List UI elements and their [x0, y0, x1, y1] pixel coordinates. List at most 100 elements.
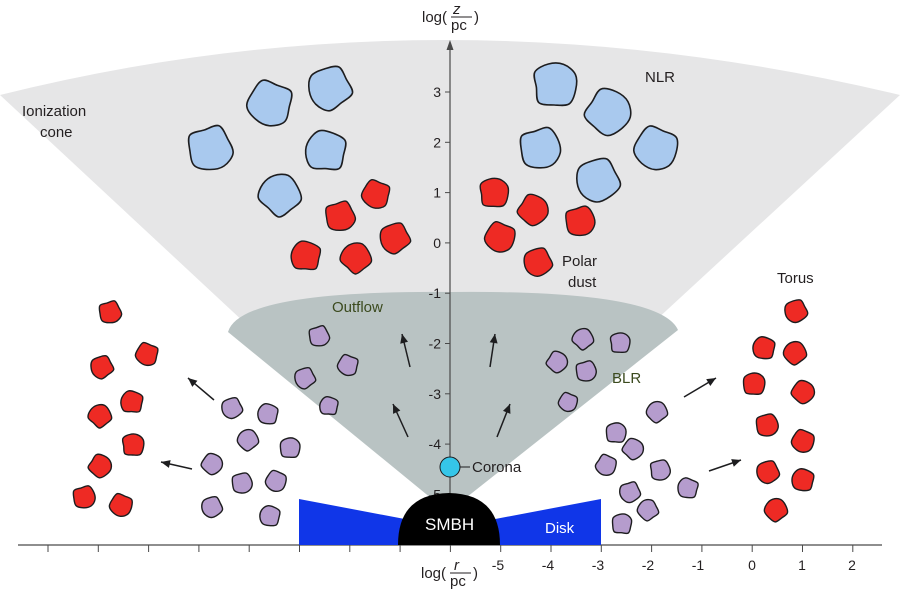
torus-cloud [756, 460, 781, 485]
horizontal-tick-label: 0 [748, 557, 756, 573]
blr-cloud [279, 437, 301, 459]
torus-cloud [87, 453, 113, 479]
horizontal-axis-title: log( r pc ) [421, 557, 478, 590]
accretion-disk-right [490, 499, 601, 545]
svg-text:log(: log( [421, 565, 446, 582]
nlr-cloud [575, 157, 622, 203]
torus-cloud [121, 433, 145, 456]
horizontal-tick-label: 1 [798, 557, 806, 573]
torus-cloud [790, 428, 815, 453]
blr-cloud [621, 437, 645, 461]
vertical-tick-label: -2 [429, 336, 442, 352]
horizontal-tick-label: -2 [642, 557, 655, 573]
horizontal-tick-label: -3 [592, 557, 605, 573]
torus-cloud [108, 492, 133, 518]
blr-cloud [308, 324, 331, 347]
blr-cloud [319, 395, 339, 416]
svg-text:pc: pc [451, 17, 467, 34]
svg-text:z: z [452, 1, 461, 18]
accretion-disk-left [299, 499, 410, 545]
blr-cloud [649, 459, 671, 481]
polar-dust-label-2: dust [568, 274, 597, 291]
torus-cloud [763, 498, 789, 523]
outflow-region [228, 291, 678, 512]
torus-cloud [134, 341, 159, 367]
arrow-head [502, 404, 511, 414]
arrow-head [489, 334, 498, 344]
polar-dust-cloud [565, 205, 596, 237]
horizontal-tick-label: -1 [692, 557, 705, 573]
corona-label: Corona [472, 459, 522, 476]
blr-cloud [257, 402, 279, 425]
blr-label: BLR [612, 370, 641, 387]
blr-cloud [236, 428, 260, 452]
horizontal-tick-label: -5 [492, 557, 505, 573]
polar-dust-cloud [479, 177, 510, 208]
polar-dust-label-1: Polar [562, 253, 597, 270]
polar-dust-cloud [339, 242, 373, 275]
vertical-tick-label: -3 [429, 386, 442, 402]
torus-cloud [784, 299, 809, 324]
torus-cloud [120, 390, 144, 413]
polar-dust-cloud [324, 200, 357, 232]
nlr-label: NLR [645, 69, 675, 86]
vertical-tick-label: 1 [433, 185, 441, 201]
polar-dust-cloud [483, 220, 516, 253]
blr-cloud [609, 332, 631, 354]
blr-cloud [231, 472, 253, 494]
torus-cloud [90, 354, 115, 380]
blr-cloud [336, 353, 359, 377]
torus-cloud [98, 300, 123, 324]
blr-cloud [545, 350, 569, 374]
nlr-cloud [308, 65, 354, 112]
ionization-cone-label-2: cone [40, 124, 73, 141]
horizontal-axis: -5 -4 -3 -2 -1 0 1 2 [18, 544, 882, 573]
blr-cloud [594, 453, 617, 476]
nlr-cloud [519, 126, 562, 169]
torus-cloud [790, 379, 816, 405]
torus-clouds [72, 299, 816, 523]
svg-text:log(: log( [422, 9, 447, 26]
blr-cloud [605, 422, 627, 443]
polar-dust-cloud [516, 193, 549, 227]
arrow-head [706, 378, 716, 387]
horizontal-tick-label: -4 [542, 557, 555, 573]
ionization-cone-label-1: Ionization [22, 103, 86, 120]
arrow-head [393, 404, 401, 414]
vertical-tick-label: 3 [433, 84, 441, 100]
smbh [398, 493, 500, 545]
torus-cloud [791, 468, 815, 492]
blr-cloud [636, 498, 660, 522]
blr-cloud [611, 513, 633, 535]
disk-label: Disk [545, 520, 575, 537]
nlr-cloud [632, 125, 679, 171]
outflow-arrows [160, 333, 742, 472]
vertical-axis-title: log( z pc ) [422, 1, 479, 34]
vertical-tick-label: -1 [429, 285, 442, 301]
nlr-cloud [583, 87, 632, 137]
nlr-cloud [245, 79, 293, 127]
vertical-tick-label: 2 [433, 134, 441, 150]
arrow-head [400, 334, 409, 344]
torus-label: Torus [777, 270, 814, 287]
arrow-head [188, 378, 198, 387]
polar-dust-cloud [379, 222, 412, 255]
svg-text:): ) [473, 565, 478, 582]
blr-clouds [200, 324, 699, 535]
polar-dust-cloud [523, 247, 554, 277]
nlr-cloud [533, 62, 578, 107]
blr-cloud [557, 391, 579, 413]
blr-cloud [677, 477, 699, 499]
outflow-label: Outflow [332, 299, 383, 316]
nlr-cloud [187, 124, 234, 171]
arrow-head [731, 459, 741, 467]
torus-cloud [752, 336, 776, 360]
torus-cloud [72, 485, 96, 509]
svg-text:pc: pc [450, 573, 466, 590]
blr-cloud [259, 505, 281, 527]
horizontal-tick-label: 2 [848, 557, 856, 573]
nlr-cloud [304, 129, 347, 171]
polar-dust-cloud [290, 240, 322, 271]
blr-cloud [221, 396, 244, 420]
